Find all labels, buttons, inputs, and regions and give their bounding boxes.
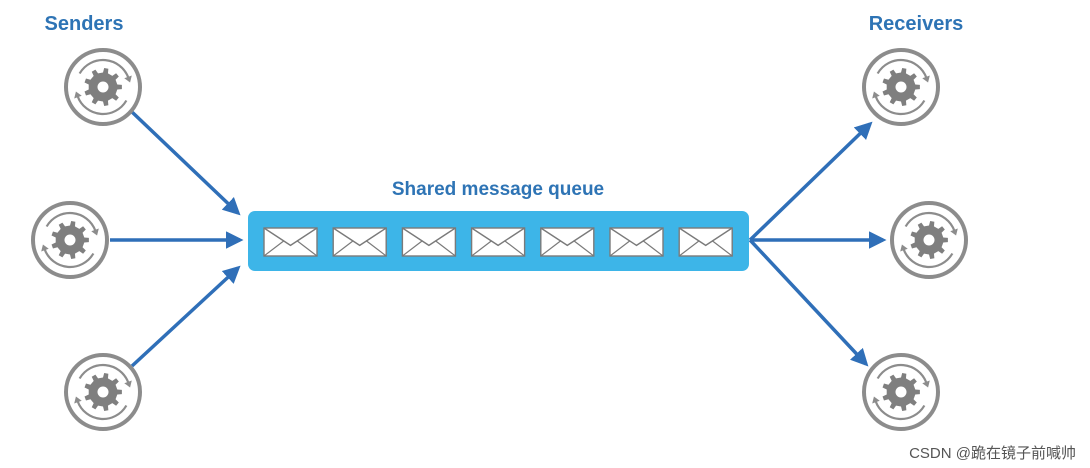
senders-heading: Senders (45, 13, 124, 35)
envelope-icon (678, 227, 733, 257)
arrow-sender-1 (130, 110, 241, 216)
receiver-gear-cycle-icon (890, 201, 968, 279)
receiver-arrows (748, 121, 887, 367)
envelope-icon (263, 227, 318, 257)
queue-messages (263, 227, 733, 257)
receiver-gear-cycle-icon (862, 48, 940, 126)
arrow-receiver-1 (748, 121, 873, 242)
arrow-receiver-3 (748, 238, 869, 367)
sender-gear-cycle-icon (64, 353, 142, 431)
sender-arrows (110, 110, 244, 368)
sender-gear-cycle-icon (64, 48, 142, 126)
envelope-icon (609, 227, 664, 257)
envelope-icon (470, 227, 526, 257)
envelope-icon (332, 227, 387, 257)
sender-gear-cycle-icon (31, 201, 109, 279)
arrow-sender-3 (130, 265, 241, 368)
envelope-icon (401, 227, 457, 257)
process-nodes (31, 48, 968, 431)
envelope-icon (540, 227, 595, 257)
queue-heading: Shared message queue (392, 179, 604, 200)
receivers-heading: Receivers (869, 13, 964, 35)
shared-message-queue (248, 211, 749, 271)
watermark-text: CSDN @跪在镜子前喊帅 (909, 444, 1076, 462)
receiver-gear-cycle-icon (862, 353, 940, 431)
